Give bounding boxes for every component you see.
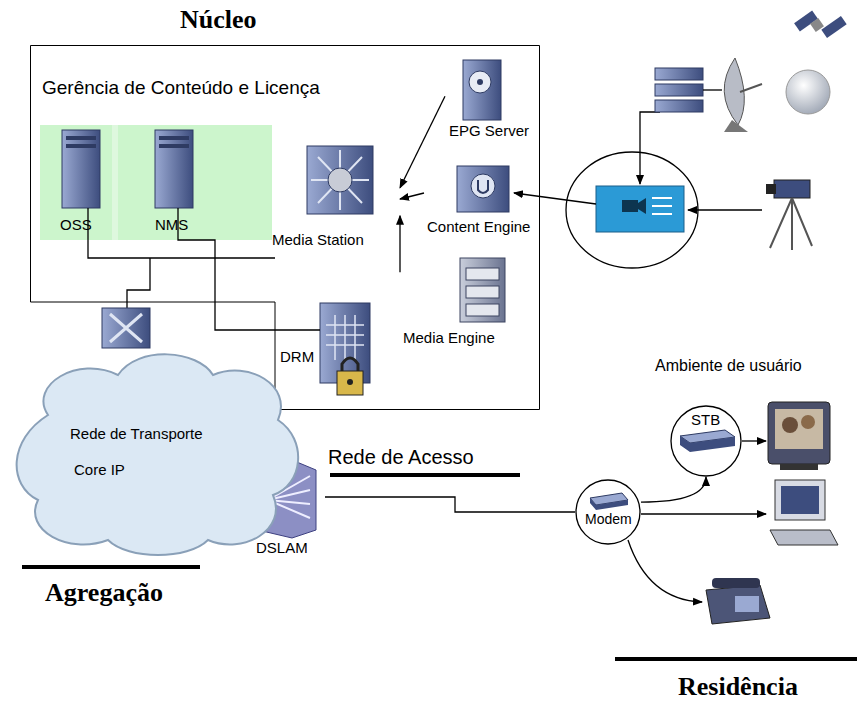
tv-icon [768, 402, 830, 470]
node-label: Rede de Transporte [70, 425, 203, 442]
node-label: Content Engine [427, 218, 530, 235]
stb-icon [680, 430, 735, 452]
transport-cloud: Rede de TransporteCore IP [8, 345, 303, 560]
stb-circle: STB [670, 405, 742, 477]
node-label: Media Station [272, 231, 364, 248]
core-region: NúcleoGerência de Conteúdo e LicençaOSSN… [30, 45, 540, 410]
content-engine-node: Content Engine [424, 163, 538, 238]
node-label: EPG Server [449, 122, 529, 139]
modem-circle: Modem [575, 479, 641, 545]
underline-bar [22, 565, 200, 569]
encoder-circle [566, 152, 698, 268]
connector [400, 96, 445, 188]
section-heading: Agregação [45, 578, 163, 608]
server-icon [62, 130, 100, 208]
dish-icon [724, 58, 762, 132]
modem-icon [590, 493, 628, 510]
node-label: DRM [280, 348, 314, 365]
cloud-outline [8, 345, 303, 560]
media-engine-icon [460, 258, 505, 322]
network-label: Rede de Acesso [328, 446, 474, 469]
node-label: STB [691, 411, 720, 428]
server-icon [463, 60, 501, 120]
content-engine-icon [457, 166, 509, 212]
wire [514, 193, 596, 204]
node-label: Modem [585, 511, 632, 527]
connector [400, 193, 424, 199]
server-icon [155, 130, 193, 208]
connector [641, 477, 706, 502]
pc-icon [770, 480, 838, 545]
wire [640, 112, 660, 184]
switch-icon [102, 308, 150, 348]
media-station-node: Media Station [270, 143, 400, 255]
node-label: DSLAM [256, 539, 308, 556]
wire [742, 440, 766, 441]
globe-icon [786, 70, 830, 114]
node-label: Core IP [74, 461, 125, 478]
camera-icon [766, 180, 812, 250]
phone-icon [706, 578, 770, 624]
drm-icon [320, 303, 370, 395]
satellite-icon [794, 11, 847, 38]
underline-bar [615, 657, 857, 661]
node-label: NMS [155, 216, 188, 233]
media-engine-node: Media Engine [400, 258, 530, 353]
wire [688, 209, 762, 210]
server-node: NMS [148, 125, 208, 240]
region-heading: Núcleo [180, 5, 257, 35]
connector [399, 216, 400, 272]
connector [325, 497, 575, 512]
encoder-icon [596, 186, 684, 232]
node-label: OSS [60, 216, 92, 233]
dslam-node: DSLAM [250, 455, 325, 560]
section-heading: Residência [678, 672, 798, 702]
node-label: Media Engine [403, 329, 495, 346]
media-station-icon [307, 146, 373, 214]
wire [628, 540, 702, 602]
node-label: Gerência de Conteúdo e Licença [42, 77, 320, 99]
server-stack-icon [655, 68, 722, 112]
green-area [40, 125, 272, 240]
server-node: OSS [55, 125, 110, 240]
underline-bar [330, 473, 520, 477]
wire [641, 513, 766, 514]
area-label: Ambiente de usuário [655, 357, 802, 375]
server-node: EPG Server [445, 58, 540, 143]
drm-node: DRM [278, 300, 374, 400]
